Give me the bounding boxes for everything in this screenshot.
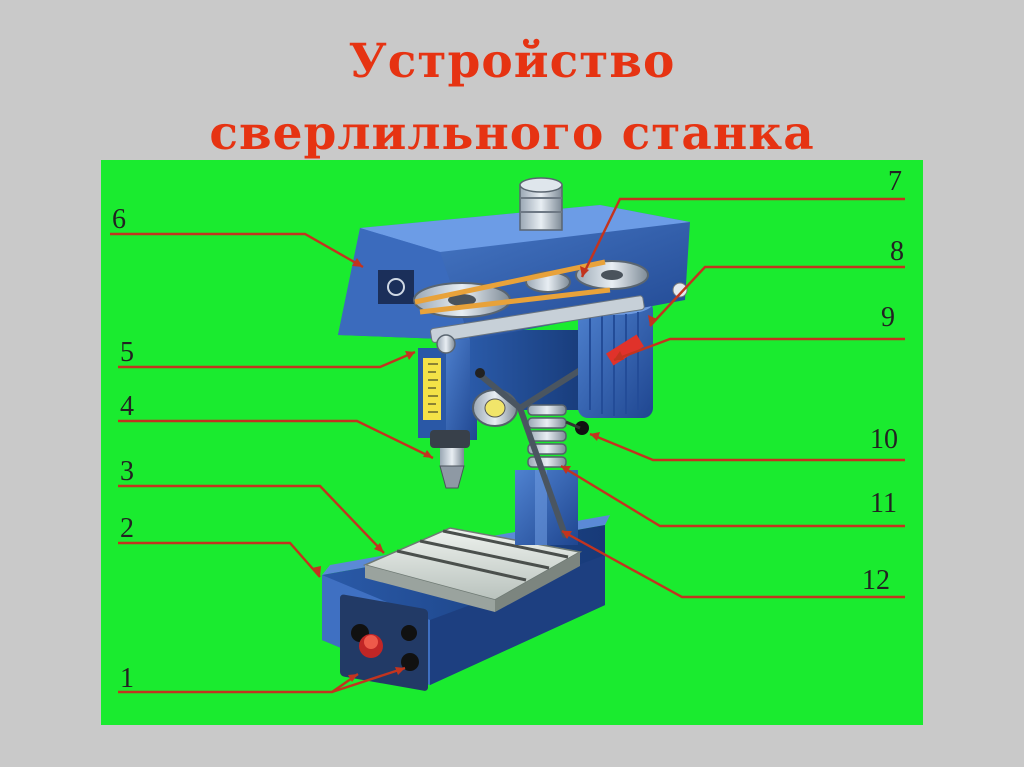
feed-mechanism <box>470 330 615 538</box>
leader-line-7 <box>580 197 905 278</box>
callout-11: 11 <box>870 488 897 519</box>
callout-1: 1 <box>120 663 134 694</box>
leader-line-3 <box>118 484 385 554</box>
leader-line-8 <box>649 265 905 327</box>
leader-line-10 <box>589 432 905 462</box>
callout-7: 7 <box>888 166 902 197</box>
pulley-belt <box>413 259 649 354</box>
title-line-2: сверлильного станка <box>209 106 815 161</box>
title-line-1: Устройство <box>348 34 676 89</box>
callout-12: 12 <box>862 565 890 596</box>
leader-line-1b <box>331 666 406 694</box>
leader-line-12 <box>561 529 905 599</box>
callout-6: 6 <box>112 204 126 235</box>
callout-3: 3 <box>120 456 134 487</box>
top-cap <box>519 177 563 231</box>
leader-line-1 <box>118 673 359 694</box>
spindle-assembly <box>418 330 477 489</box>
leader-line-5 <box>118 350 416 369</box>
callout-4: 4 <box>120 391 134 422</box>
callout-5: 5 <box>120 337 134 368</box>
leader-line-2 <box>118 541 321 578</box>
leader-line-11 <box>560 464 905 528</box>
callout-2: 2 <box>120 513 134 544</box>
callout-9: 9 <box>881 302 895 333</box>
work-table <box>362 527 583 612</box>
leader-line-9 <box>613 337 905 362</box>
leader-line-4 <box>118 419 434 460</box>
knob-icon <box>575 421 589 435</box>
leader-arrowheads <box>312 258 657 682</box>
callout-10: 10 <box>870 424 898 455</box>
callout-8: 8 <box>890 236 904 267</box>
leader-line-6 <box>110 232 364 269</box>
leader-lines <box>110 197 905 694</box>
